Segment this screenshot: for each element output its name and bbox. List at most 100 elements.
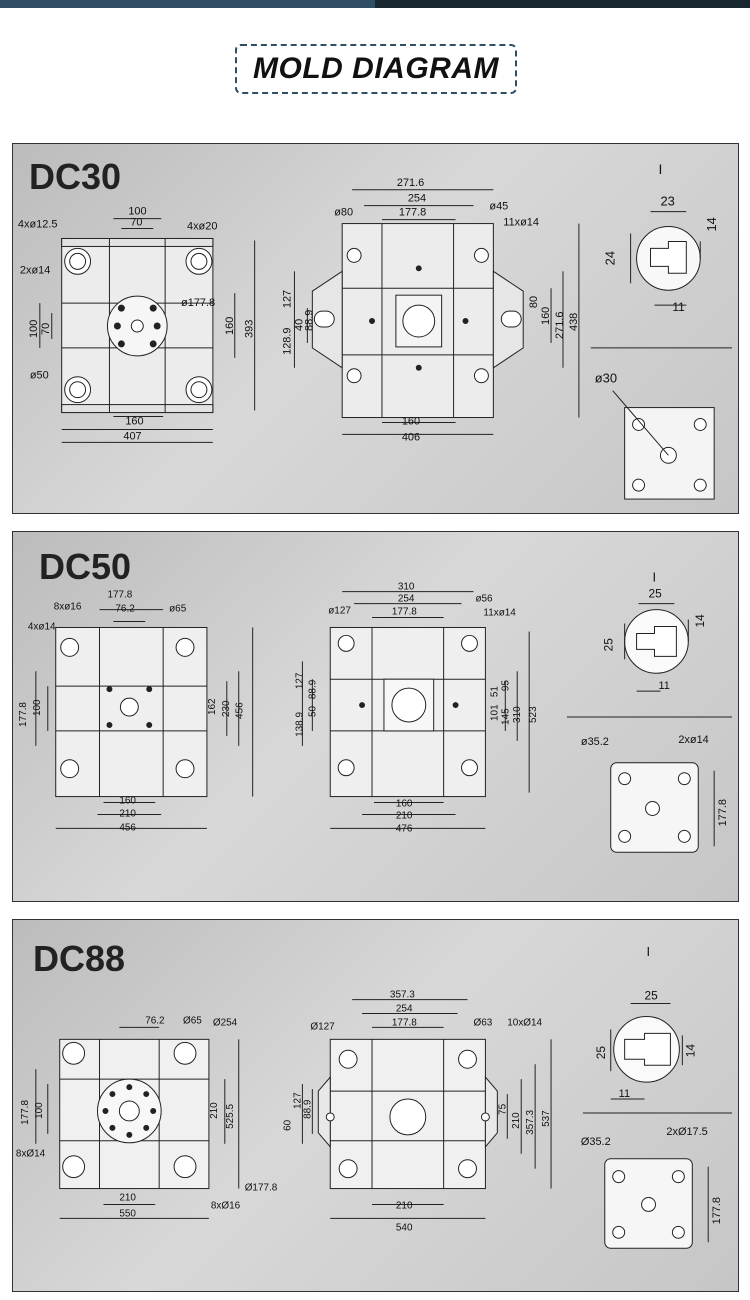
dc30-v100: 100 — [28, 320, 40, 338]
panel-dc50: 177.8 76.2 8xø16 ø65 4xø14 160 210 456 1… — [12, 531, 739, 902]
dc50-detail-holes: 2xø14 — [678, 734, 708, 746]
dc30-detail-23: 23 — [660, 194, 674, 209]
top-accent-right — [375, 0, 750, 8]
dc88-v177: 177.8 — [20, 1100, 31, 1125]
dc50-v230: 230 — [221, 700, 232, 717]
dc30-holes-a: 4xø12.5 — [18, 219, 58, 231]
dc50-phi56: ø56 — [475, 594, 493, 605]
panel-dc30: 100 70 4xø12.5 4xø20 2xø14 ø177.8 ø50 16… — [12, 143, 739, 514]
dc30-v128: 128.9 — [281, 327, 293, 354]
dc50-v456: 456 — [235, 702, 246, 719]
dc30-mid-v160: 160 — [540, 307, 552, 325]
dc88-holes-b: 8xØ16 — [211, 1200, 241, 1211]
dc88-mid-v210: 210 — [511, 1112, 522, 1129]
dc50-diagram: 177.8 76.2 8xø16 ø65 4xø14 160 210 456 1… — [18, 570, 733, 853]
dc88-phi254: Ø254 — [213, 1017, 238, 1028]
dc50-detail-14: 14 — [693, 614, 707, 628]
dc50-h210: 210 — [119, 808, 136, 819]
dc30-v127: 127 — [281, 290, 293, 308]
dc88-detail-i — [582, 1003, 733, 1249]
dc30-dim-70: 70 — [130, 217, 142, 229]
dc88-phi127: Ø127 — [310, 1021, 335, 1032]
dc50-detail-label: I — [652, 570, 656, 585]
top-accent-bar — [0, 0, 750, 8]
dc30-phi80: ø80 — [334, 207, 353, 219]
dc30-d271: 271.6 — [397, 177, 424, 189]
dc50-h456: 456 — [119, 822, 136, 833]
dc88-detail-177: 177.8 — [711, 1197, 723, 1224]
dc50-v523: 523 — [528, 706, 539, 723]
dc30-diagram: 100 70 4xø12.5 4xø20 2xø14 ø177.8 ø50 16… — [18, 161, 733, 500]
dc88-phi177: Ø177.8 — [245, 1183, 278, 1194]
dc50-holes-b: 4xø14 — [28, 621, 56, 632]
dc88-mid-h540: 540 — [396, 1222, 413, 1233]
dc88-holes: 10xØ14 — [507, 1017, 542, 1028]
dc30-d254: 254 — [408, 193, 426, 205]
dc50-holes-a: 8xø16 — [54, 602, 82, 613]
dc88-d254: 254 — [396, 1004, 413, 1015]
dc30-detail-i — [590, 211, 733, 500]
dc88-detail-holes: 2xØ17.5 — [666, 1126, 707, 1138]
dc88-v100: 100 — [34, 1102, 45, 1119]
dc88-left-plate — [35, 1026, 240, 1219]
dc88-holes-a: 8xØ14 — [16, 1149, 46, 1160]
dc50-v138: 138.9 — [294, 712, 305, 737]
dc30-holes: 11xø14 — [503, 217, 539, 229]
dc88-detail-14: 14 — [683, 1044, 697, 1058]
page-title: MOLD DIAGRAM — [253, 52, 499, 85]
dc30-holes-b: 4xø20 — [187, 221, 217, 233]
dc88-v357: 357.3 — [525, 1110, 536, 1135]
dc30-phi-small: ø50 — [30, 370, 49, 382]
dc30-holes-c: 2xø14 — [20, 264, 50, 276]
dc30-v393: 393 — [244, 320, 256, 338]
dc50-detail-177: 177.8 — [717, 799, 729, 826]
dc88-v525: 525.5 — [225, 1104, 236, 1129]
dc88-v537: 537 — [541, 1110, 552, 1127]
dc88-mid-h210: 210 — [396, 1200, 413, 1211]
dc50-v177: 177.8 — [18, 702, 29, 727]
dc30-detail-11: 11 — [672, 300, 685, 314]
dc88-phi65: Ø65 — [183, 1015, 202, 1026]
dc88-heading: DC88 — [33, 938, 126, 979]
dc50-v162: 162 — [207, 698, 218, 715]
dc30-mid-h160: 160 — [402, 415, 420, 427]
dc50-phi65: ø65 — [169, 604, 187, 615]
dc50-v95: 95 — [500, 680, 511, 692]
dc88-d357: 357.3 — [390, 990, 415, 1001]
dc88-detail-phi: Ø35.2 — [581, 1136, 611, 1148]
dc50-d76: 76.2 — [115, 604, 135, 615]
dc30-v271: 271.6 — [554, 312, 566, 339]
dc50-mid-h476: 476 — [396, 823, 413, 834]
dc50-detail-25a: 25 — [649, 587, 663, 601]
dc50-mid-plate — [301, 591, 530, 829]
dc88-d177: 177.8 — [392, 1017, 417, 1028]
dc30-v80: 80 — [528, 296, 540, 308]
panel-dc88: 76.2 Ø65 Ø254 8xØ14 Ø177.8 8xØ16 210 550… — [12, 919, 739, 1292]
dc50-d254: 254 — [398, 594, 415, 605]
dc50-v88: 88.9 — [307, 679, 318, 699]
dc50-left-plate — [35, 609, 254, 829]
dc30-detail-label: I — [658, 161, 662, 177]
dc50-v145: 145 — [500, 708, 511, 725]
dc50-d177m: 177.8 — [392, 607, 417, 618]
dc50-mid-h160: 160 — [396, 799, 413, 810]
dc50-v100: 100 — [32, 699, 43, 716]
dc50-detail-phi: ø35.2 — [581, 736, 609, 748]
dc30-h407: 407 — [123, 430, 141, 442]
dc88-detail-25a: 25 — [645, 989, 659, 1003]
dc88-detail-25b: 25 — [594, 1046, 608, 1060]
dc50-holes: 11xø14 — [483, 608, 516, 619]
dc50-h160: 160 — [119, 796, 136, 807]
dc88-phi63: Ø63 — [473, 1017, 492, 1028]
dc30-v438: 438 — [568, 313, 580, 331]
dc88-diagram: 76.2 Ø65 Ø254 8xØ14 Ø177.8 8xØ16 210 550… — [16, 944, 733, 1249]
dc30-v160: 160 — [224, 317, 236, 335]
dc30-v88: 88.9 — [303, 310, 315, 331]
dc50-detail-i — [566, 603, 733, 853]
dc30-v70: 70 — [40, 323, 52, 335]
dc88-detail-11: 11 — [619, 1088, 630, 1100]
dc30-phi-big: ø177.8 — [181, 297, 215, 309]
dc30-mid-plate — [293, 189, 580, 435]
dc30-heading: DC30 — [29, 156, 122, 197]
dc50-mid-h210: 210 — [396, 810, 413, 821]
